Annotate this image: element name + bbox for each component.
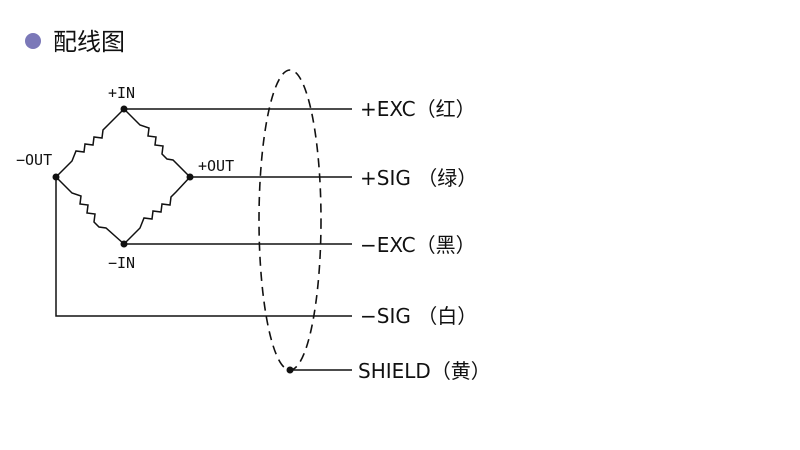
label-sig-minus: −SIG （白） <box>360 304 477 328</box>
label-plus-in: +IN <box>108 84 135 102</box>
resistor-bottom-right <box>123 176 191 245</box>
resistor-top-left <box>55 108 125 178</box>
bridge-circuit: +IN −IN −OUT +OUT <box>16 84 234 272</box>
wire-sig-minus <box>55 177 352 317</box>
label-exc-plus: +EXC（红） <box>360 97 476 121</box>
page-title: 配线图 <box>53 28 125 56</box>
title-bullet-icon <box>25 33 41 49</box>
label-plus-out: +OUT <box>198 157 234 175</box>
cable-wires <box>55 108 352 371</box>
resistor-top-right <box>123 108 191 178</box>
cable-shield <box>258 69 322 371</box>
label-exc-minus: −EXC（黑） <box>360 233 476 257</box>
resistor-bottom-left <box>55 176 125 245</box>
label-minus-in: −IN <box>108 254 135 272</box>
label-minus-out: −OUT <box>16 151 52 169</box>
label-shield: SHIELD（黄） <box>358 359 491 383</box>
label-sig-plus: +SIG （绿） <box>360 166 477 190</box>
node-shield <box>286 366 294 374</box>
